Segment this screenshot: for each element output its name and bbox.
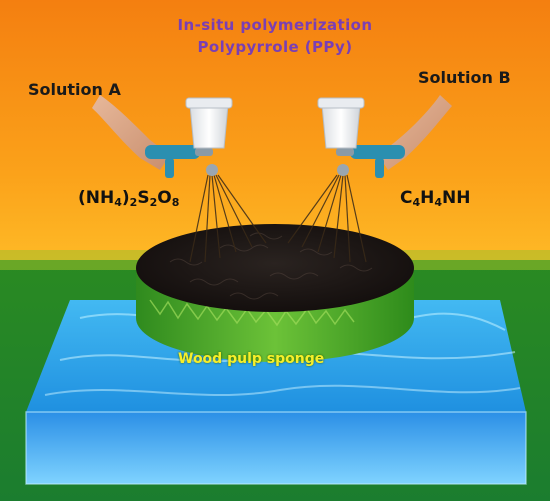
spray-gun-icon [317, 95, 452, 178]
formula-subscript: 8 [171, 196, 180, 209]
ppy-coating-top [136, 224, 414, 312]
title-line-1: In-situ polymerization [177, 16, 373, 34]
formula-text: H [420, 188, 435, 208]
formula-text: O [157, 188, 172, 208]
spray-cone-left [189, 174, 267, 263]
spray-gun-icon [92, 95, 233, 178]
formula-subscript: 2 [129, 196, 138, 209]
wood-pulp-sponge [136, 224, 414, 362]
spray-cone-right [287, 174, 367, 263]
formula-subscript: 4 [114, 196, 122, 209]
formula-text: S [137, 188, 150, 208]
formula-subscript: 2 [149, 196, 158, 209]
solution-b-formula: C4H4NH [400, 188, 471, 209]
solution-a-formula: (NH4)2S2O8 [78, 188, 179, 209]
formula-subscript: 4 [412, 196, 421, 209]
formula-subscript: 4 [434, 196, 443, 209]
solution-b-label: Solution B [418, 68, 511, 87]
formula-text: (NH [78, 188, 115, 208]
formula-text: C [400, 188, 413, 208]
solution-a-label: Solution A [28, 80, 121, 99]
formula-text: ) [121, 188, 130, 208]
sponge-label: Wood pulp sponge [178, 351, 325, 367]
title-line-2: Polypyrrole (PPy) [197, 38, 353, 56]
formula-text: NH [442, 188, 471, 208]
